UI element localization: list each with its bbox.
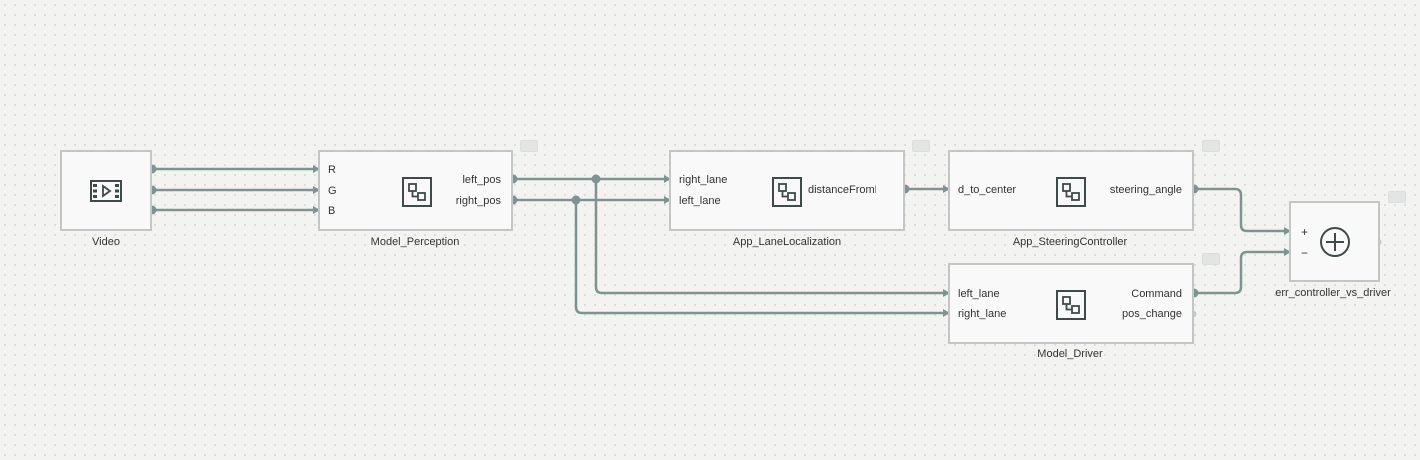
model-perception-block[interactable]: R G B left_pos right_pos bbox=[318, 150, 513, 231]
model-perception-label: Model_Perception bbox=[370, 236, 460, 248]
block-badge bbox=[1388, 191, 1406, 203]
video-block[interactable] bbox=[60, 150, 152, 231]
port-distance-from-lane: distanceFromLane bbox=[808, 184, 876, 196]
port-command: Command bbox=[1131, 288, 1182, 300]
arrow bbox=[943, 185, 950, 193]
port-pos-change: pos_change bbox=[1122, 308, 1182, 320]
arrow bbox=[664, 196, 671, 204]
app-steering-controller-block[interactable]: d_to_center steering_angle bbox=[948, 150, 1194, 231]
arrow bbox=[664, 175, 671, 183]
port-right-lane: right_lane bbox=[679, 174, 728, 186]
app-lane-localization-label: App_LaneLocalization bbox=[732, 236, 842, 248]
arrow bbox=[1284, 248, 1291, 256]
video-icon bbox=[90, 180, 122, 202]
subsystem-icon bbox=[1056, 177, 1086, 207]
video-block-label: Video bbox=[92, 236, 120, 248]
port-left-pos: left_pos bbox=[462, 174, 501, 186]
port-right-lane: right_lane bbox=[958, 308, 1007, 320]
app-lane-localization-block[interactable]: right_lane left_lane distanceFromLane bbox=[669, 150, 905, 231]
app-steering-controller-label: App_SteeringController bbox=[1012, 236, 1128, 248]
arrow bbox=[943, 309, 950, 317]
arrow bbox=[313, 186, 320, 194]
port-b: B bbox=[328, 205, 336, 217]
sign-plus: + bbox=[1301, 225, 1309, 239]
branch-dot bbox=[571, 195, 581, 205]
arrow bbox=[1284, 227, 1291, 235]
plus-circle-icon bbox=[1320, 227, 1350, 257]
branch-dot bbox=[591, 174, 601, 184]
wire-branch-rightpos-driver bbox=[574, 200, 948, 315]
subsystem-icon bbox=[772, 177, 802, 207]
block-badge bbox=[1202, 140, 1220, 152]
block-badge bbox=[912, 140, 930, 152]
model-driver-label: Model_Driver bbox=[1037, 348, 1103, 360]
port-left-lane: left_lane bbox=[958, 288, 1000, 300]
model-driver-block[interactable]: left_lane right_lane Command pos_change bbox=[948, 263, 1194, 344]
subsystem-icon bbox=[1056, 290, 1086, 320]
wire-steering-sum bbox=[1194, 187, 1289, 233]
block-badge bbox=[520, 140, 538, 152]
arrow bbox=[943, 289, 950, 297]
wire-branch-leftpos-driver bbox=[594, 179, 948, 295]
wire-command-sum bbox=[1194, 250, 1289, 295]
sign-minus: − bbox=[1301, 246, 1309, 260]
port-right-pos: right_pos bbox=[455, 195, 501, 207]
port-steering-angle: steering_angle bbox=[1109, 184, 1182, 196]
subsystem-icon bbox=[402, 177, 432, 207]
port-g: G bbox=[328, 185, 337, 197]
port-r: R bbox=[328, 164, 336, 176]
err-controller-vs-driver-block[interactable]: + − bbox=[1289, 201, 1380, 282]
port-left-lane: left_lane bbox=[679, 195, 721, 207]
block-badge bbox=[1202, 253, 1220, 265]
err-controller-vs-driver-label: err_controller_vs_driver bbox=[1275, 287, 1391, 299]
arrow bbox=[313, 165, 320, 173]
port-d-to-center: d_to_center bbox=[958, 184, 1017, 196]
arrow bbox=[313, 206, 320, 214]
